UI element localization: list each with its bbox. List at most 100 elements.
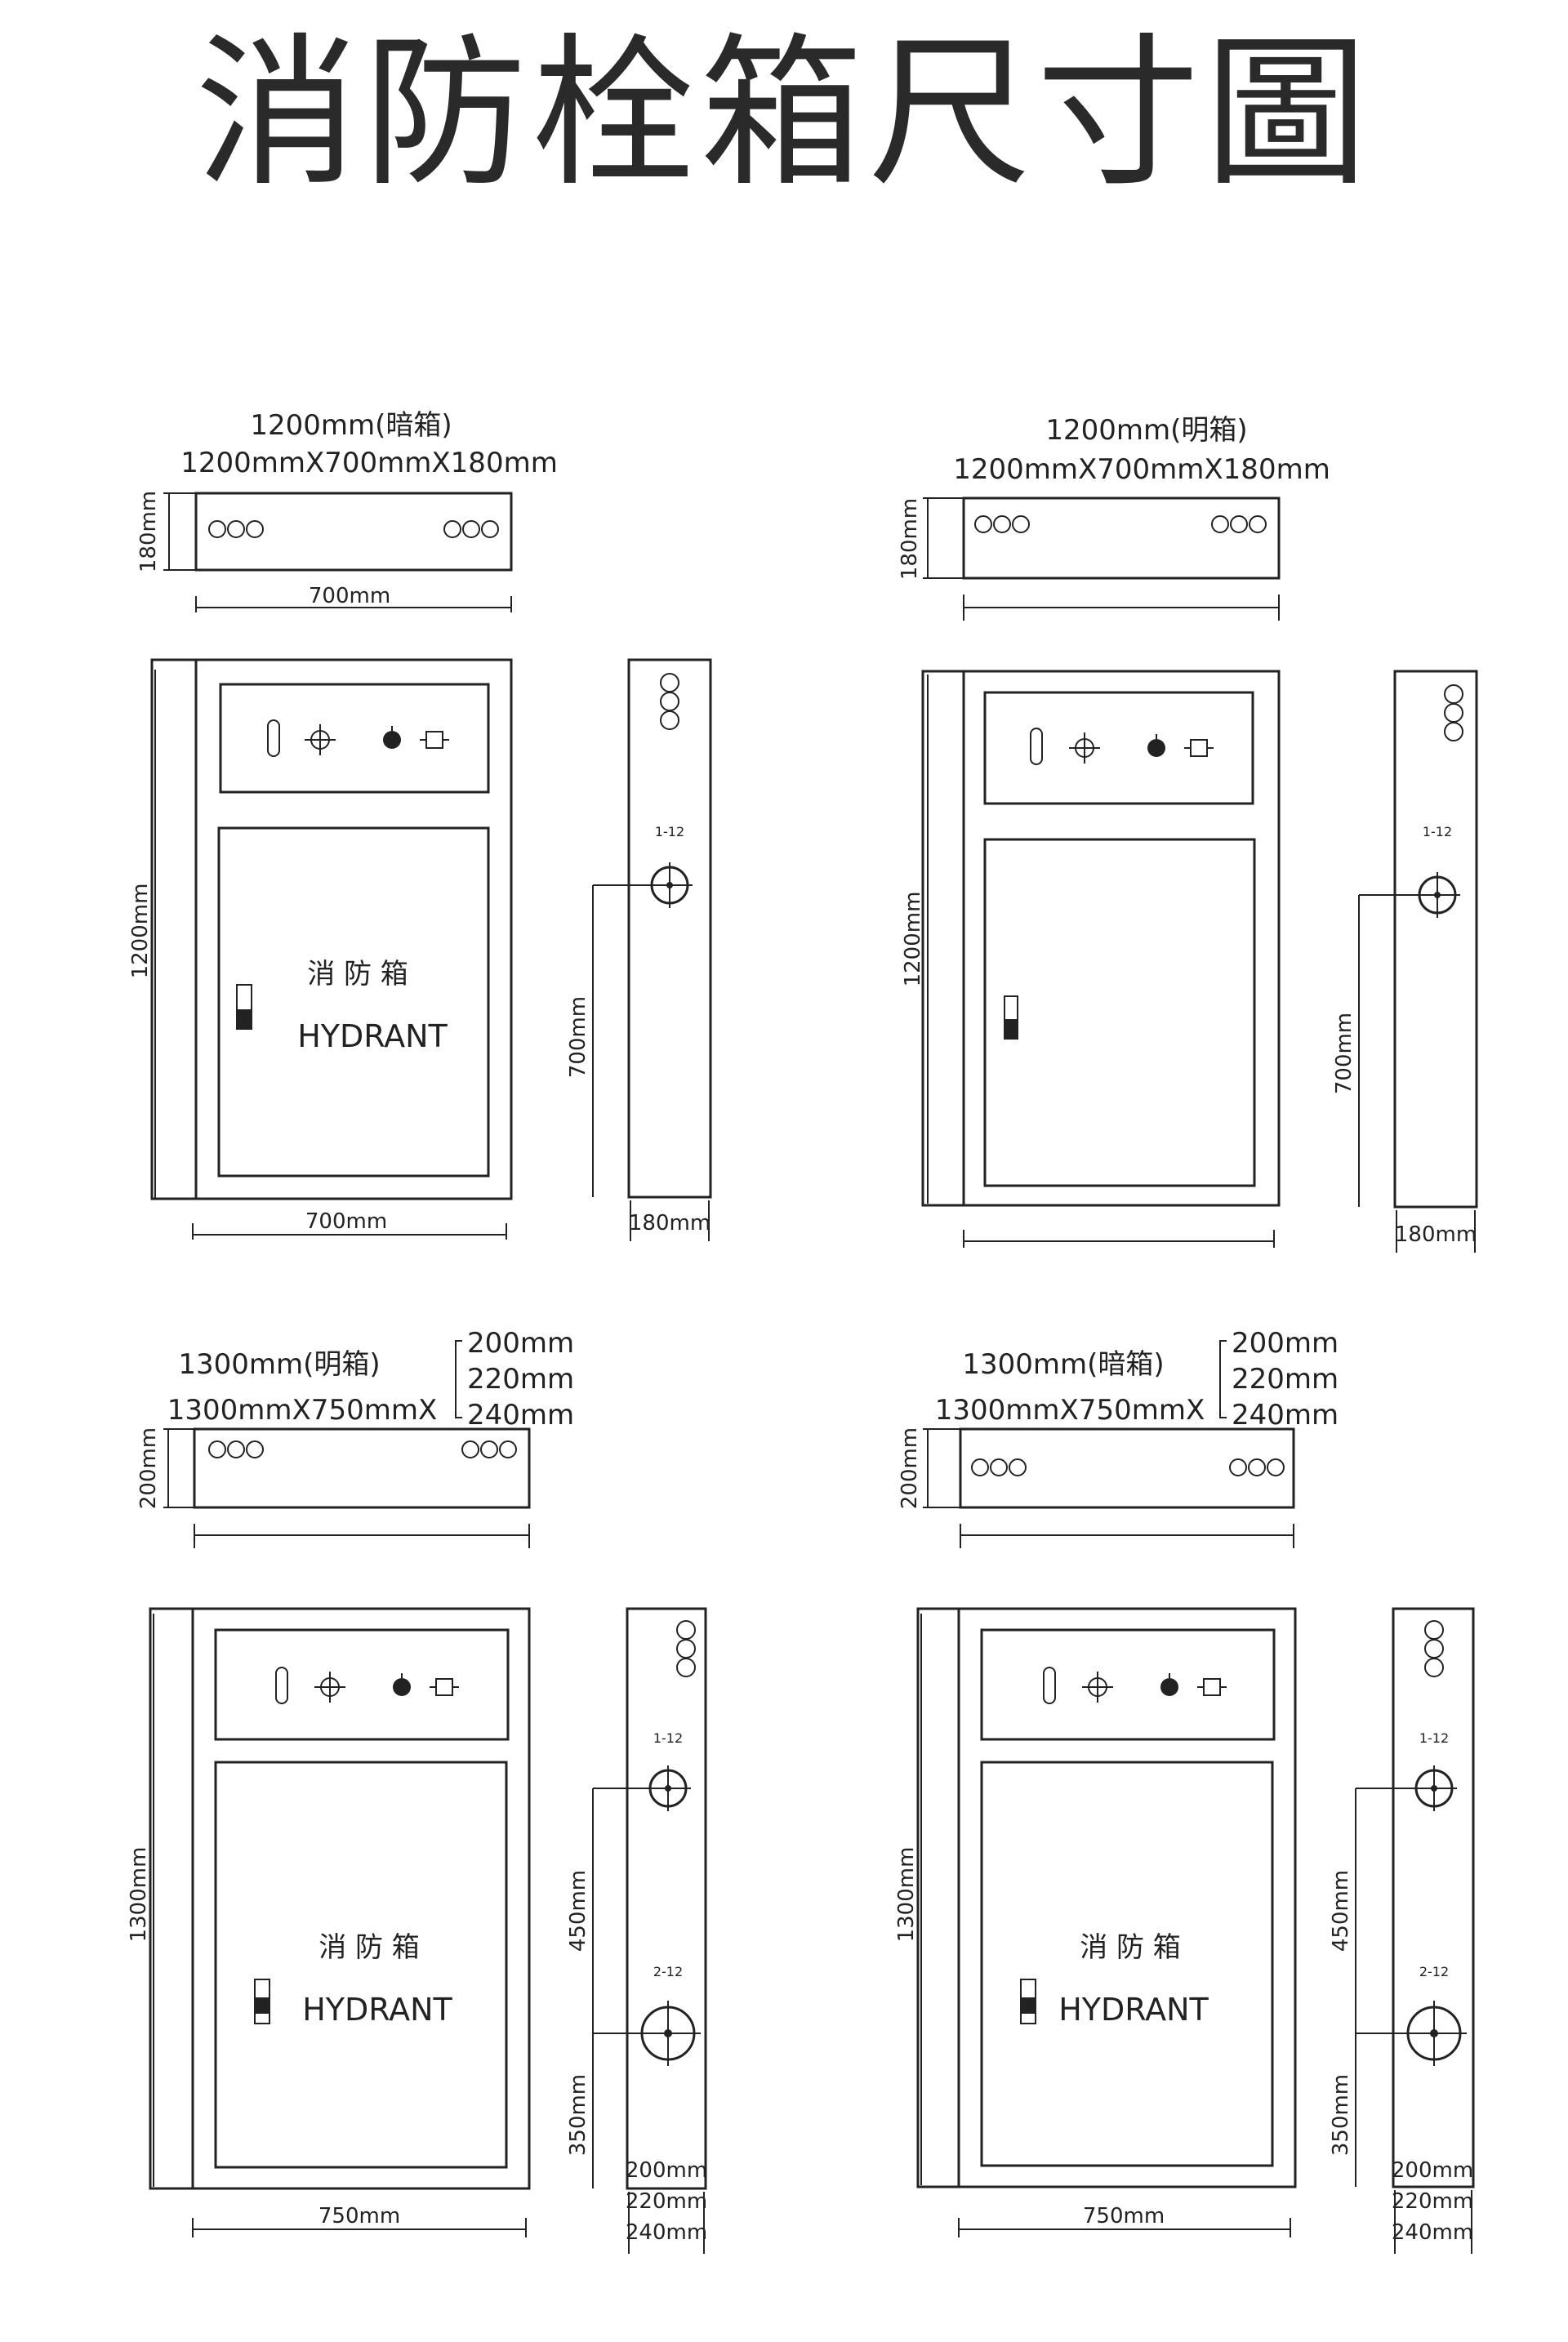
switch-slot-icon [1043, 1667, 1056, 1704]
control-panel [980, 1628, 1276, 1741]
side-dim-upper-label: 450mm [1329, 1870, 1353, 1952]
front-height-label: 1200mm [901, 892, 925, 987]
switch-slot-icon [275, 1667, 288, 1704]
side-knockout-holes [1444, 684, 1463, 741]
alarm-bell-icon [1082, 1672, 1113, 1703]
valve-label-1: 1-12 [655, 824, 684, 839]
side-knockout-holes [676, 1620, 696, 1677]
push-button-icon [430, 1678, 459, 1696]
front-width-label: 700mm [305, 1209, 387, 1234]
depth-option-200: 200mm [1232, 1327, 1339, 1360]
panel-size: 1200mmX700mmX180mm [180, 447, 558, 479]
knockout-holes-right [461, 1440, 517, 1458]
front-view: 消 防 箱 HYDRANT 1300mm 750mm [894, 1607, 1297, 2237]
switch-slot-icon [1030, 728, 1043, 765]
side-depth-label: 180mm [629, 1211, 710, 1236]
panel-size: 1300mmX750mmX [935, 1394, 1205, 1427]
valve-label-1: 1-12 [653, 1730, 683, 1746]
top-view: 200mm [136, 1427, 531, 1548]
side-dim-label: 700mm [1332, 1013, 1356, 1094]
front-width-label: 750mm [1083, 2204, 1165, 2228]
panel-size: 1200mmX700mmX180mm [953, 453, 1330, 486]
front-height-label: 1300mm [894, 1847, 919, 1943]
front-height-label: 1300mm [127, 1847, 151, 1943]
side-depth-200: 200mm [626, 2158, 707, 2183]
top-view: 200mm [898, 1427, 1295, 1548]
top-view: 180mm [898, 496, 1281, 621]
depth-bracket [455, 1340, 462, 1418]
panel-1200-concealed: 1200mm(暗箱) 1200mmX700mmX180mm 180mm 700m… [128, 409, 712, 1241]
push-button-icon [420, 731, 449, 749]
side-knockout-holes [1424, 1620, 1444, 1677]
valve-label-1: 1-12 [1419, 1730, 1449, 1746]
alarm-bell-icon [314, 1672, 345, 1703]
indicator-lamp-icon [383, 726, 401, 749]
side-depth-label: 180mm [1395, 1222, 1477, 1247]
panel-size: 1300mmX750mmX [167, 1394, 438, 1427]
front-view: 1200mm [901, 670, 1281, 1248]
front-view: 消 防 箱 HYDRANT 1300mm 750mm [127, 1607, 531, 2237]
valve-label-2: 2-12 [653, 1964, 683, 1979]
hydrant-door [980, 1761, 1274, 2167]
indicator-lamp-icon [393, 1673, 411, 1696]
push-button-icon [1197, 1678, 1227, 1696]
depth-option-220: 220mm [467, 1363, 574, 1396]
front-frame-outline [149, 1607, 531, 2190]
control-panel [214, 1628, 510, 1741]
valve-label-1: 1-12 [1423, 824, 1452, 839]
side-dim-lower-label: 350mm [566, 2074, 590, 2156]
side-view: 1-12 700mm 180mm [566, 658, 712, 1241]
depth-option-220: 220mm [1232, 1363, 1339, 1396]
top-depth-label: 200mm [898, 1427, 922, 1509]
front-width-label: 750mm [318, 2204, 400, 2228]
door-label-en: HYDRANT [302, 1992, 452, 2028]
side-depth-220: 220mm [1392, 2189, 1473, 2214]
top-width-label: 700mm [309, 584, 390, 608]
push-button-icon [1184, 739, 1214, 757]
front-height-label: 1200mm [128, 884, 153, 979]
indicator-lamp-icon [1160, 1673, 1178, 1696]
hydrant-door [217, 826, 490, 1178]
knockout-holes-left [971, 1458, 1027, 1476]
side-depth-240: 240mm [1392, 2220, 1473, 2245]
depth-option-200: 200mm [467, 1327, 574, 1360]
panel-heading: 1300mm(明箱) [178, 1348, 380, 1381]
panel-heading: 1300mm(暗箱) [962, 1348, 1164, 1381]
switch-slot-icon [267, 719, 280, 757]
side-depth-240: 240mm [626, 2220, 707, 2245]
top-view-outline [194, 492, 513, 572]
depth-option-240: 240mm [1232, 1399, 1339, 1431]
side-view: 1-12 700mm 180mm [1332, 670, 1478, 1253]
side-dim-upper-label: 450mm [566, 1870, 590, 1952]
depth-option-240: 240mm [467, 1399, 574, 1431]
top-depth-label: 200mm [136, 1427, 161, 1509]
top-view-outline [962, 496, 1281, 580]
door-label-en: HYDRANT [297, 1018, 448, 1054]
panel-heading: 1200mm(暗箱) [250, 409, 452, 442]
knockout-holes-left [208, 1440, 264, 1458]
panel-1300-surface: 1300mm(明箱) 1300mmX750mmX 200mm 220mm 240… [127, 1327, 707, 2254]
knockout-holes-right [1229, 1458, 1285, 1476]
alarm-bell-icon [1069, 732, 1100, 764]
side-knockout-holes [660, 673, 679, 730]
door-label-cn: 消 防 箱 [307, 958, 408, 991]
top-view-outline [193, 1427, 531, 1509]
page-title: 消防栓箱尺寸圖 [194, 19, 1373, 209]
side-view: 1-12 2-12 450mm 350mm [566, 1607, 707, 2254]
side-view-outline [1393, 670, 1478, 1209]
front-frame-outline [916, 1607, 1297, 2188]
top-view-outline [959, 1427, 1295, 1509]
side-dim-lower-label: 350mm [1329, 2074, 1353, 2156]
knockout-holes-left [208, 520, 264, 538]
indicator-lamp-icon [1147, 734, 1165, 757]
side-view-outline [626, 1607, 707, 2190]
knockout-holes-left [974, 515, 1030, 533]
front-frame-outline [921, 670, 1281, 1207]
knockout-holes-right [1211, 515, 1267, 533]
side-dim-label: 700mm [566, 996, 590, 1078]
panel-heading: 1200mm(明箱) [1045, 414, 1247, 447]
knockout-holes-right [443, 520, 499, 538]
top-depth-label: 180mm [898, 498, 922, 580]
